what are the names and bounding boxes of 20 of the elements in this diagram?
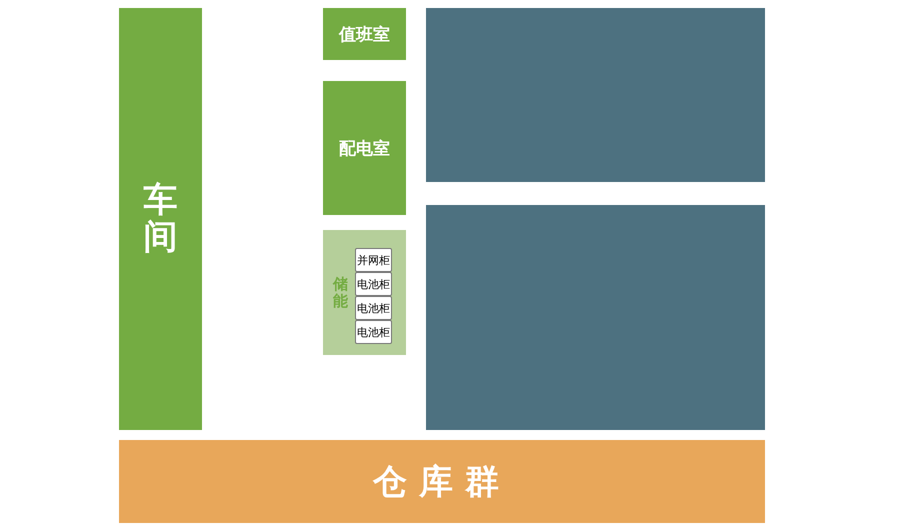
room-block <box>323 81 406 215</box>
cabinet-box <box>355 272 392 296</box>
room-block <box>323 8 406 60</box>
room-label: 配电室 <box>339 138 390 160</box>
room-label: 并网柜 <box>357 252 390 268</box>
cabinet-box <box>355 320 392 344</box>
room-label: 电池柜 <box>357 276 390 292</box>
room-label: 仓库群 <box>373 460 511 504</box>
room-label: 车间 <box>144 182 178 256</box>
room-label: 电池柜 <box>357 324 390 340</box>
room-label: 电池柜 <box>357 300 390 316</box>
storage-area <box>323 230 406 355</box>
room-label: 值班室 <box>339 24 390 46</box>
cabinet-box <box>355 248 392 272</box>
cabinet-box <box>355 296 392 320</box>
building-block <box>426 8 765 182</box>
warehouse-block <box>119 440 765 523</box>
building-block <box>426 205 765 430</box>
workshop-block <box>119 8 202 430</box>
area-label: 储能 <box>333 276 348 309</box>
